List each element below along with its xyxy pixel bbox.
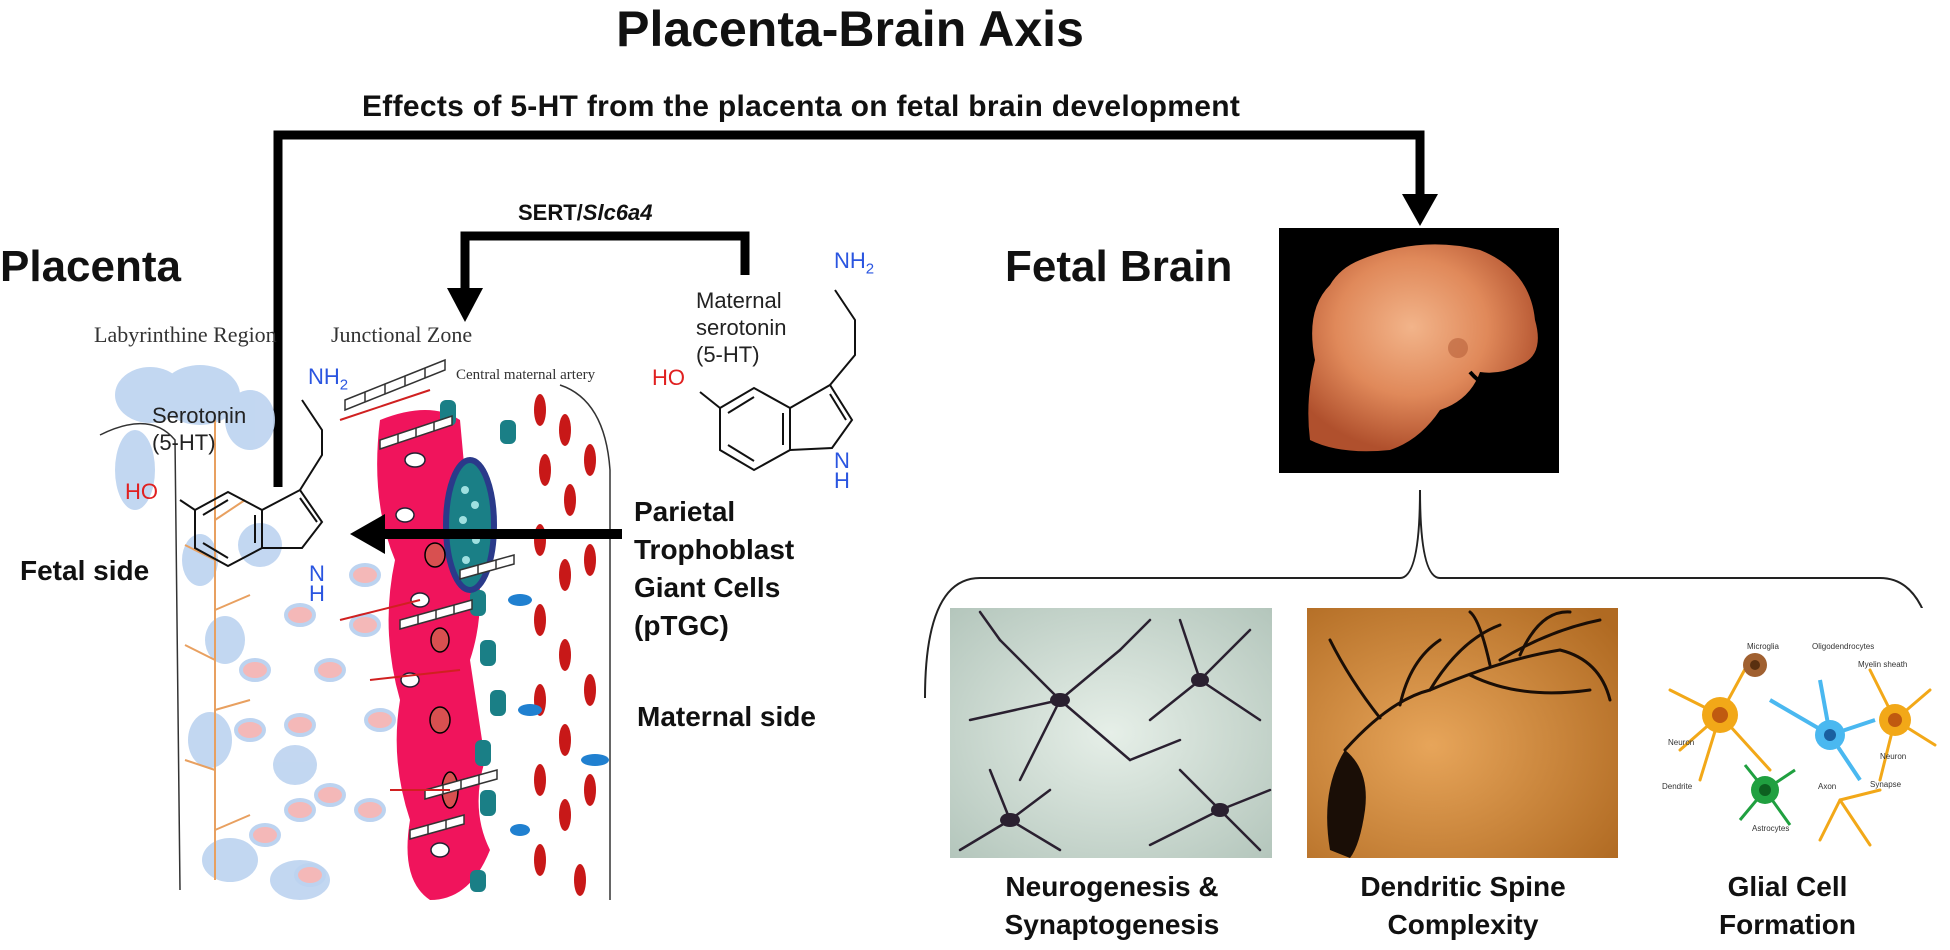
sert-label: SERT/Slc6a4 <box>518 200 653 226</box>
maternal-amine-text: NH <box>834 248 866 273</box>
maternal-serotonin-label: Maternal serotonin (5-HT) <box>696 287 787 368</box>
outcome-caption-glial: Glial Cell Formation <box>1655 868 1920 944</box>
glia-label-neuron-left: Neuron <box>1668 738 1695 747</box>
outcome-neurogenesis-line1: Neurogenesis & <box>1005 871 1219 902</box>
fetal-indole-h: H <box>309 581 325 606</box>
glial-cell-illustration <box>1655 608 1940 858</box>
maternal-side-label: Maternal side <box>637 701 816 732</box>
placenta-to-brain-arrowhead <box>1402 194 1438 226</box>
neurogenesis-photo <box>950 608 1272 858</box>
maternal-hydroxyl-group: HO <box>652 365 685 390</box>
outcome-neurogenesis-line2: Synaptogenesis <box>1004 909 1220 940</box>
serotonin-label-line1: Serotonin <box>152 403 247 428</box>
outcome-dendritic-line2: Complexity <box>1387 909 1539 940</box>
sert-gene-name: Slc6a4 <box>582 200 653 225</box>
ptgc-oval <box>443 457 497 593</box>
dendritic-spine-photo <box>1307 608 1618 858</box>
outcome-glial-line2: Formation <box>1719 909 1856 940</box>
fetal-indole-n: N <box>309 561 325 586</box>
maternal-indole-nh: N H <box>834 448 850 493</box>
labyrinthine-region-label: Labyrinthine Region <box>94 322 277 347</box>
glia-label-oligodendrocytes: Oligodendrocytes <box>1812 642 1875 651</box>
glia-label-astrocytes: Astrocytes <box>1752 824 1790 833</box>
ptgc-label-line4: (pTGC) <box>634 610 729 641</box>
outcome-glial-line1: Glial Cell <box>1727 871 1848 902</box>
ptgc-label: Parietal Trophoblast Giant Cells (pTGC) <box>634 493 794 645</box>
fetal-hydroxyl-group: HO <box>125 479 158 504</box>
outcome-caption-dendritic-spine: Dendritic Spine Complexity <box>1305 868 1621 944</box>
sert-transport-arrowhead <box>447 288 483 322</box>
fetal-amine-subscript: 2 <box>339 376 349 394</box>
fetal-brain-label: Fetal Brain <box>1005 242 1233 291</box>
sert-transport-arrow <box>460 231 750 292</box>
fetal-serotonin-structure <box>179 399 324 568</box>
placenta-label: Placenta <box>0 242 181 291</box>
outcome-dendritic-line1: Dendritic Spine <box>1360 871 1566 902</box>
fetal-indole-nh: N H <box>309 561 325 606</box>
placenta-to-brain-arrow <box>273 130 1425 487</box>
glia-label-neuron-right: Neuron <box>1880 752 1907 761</box>
maternal-indole-n: N <box>834 448 850 473</box>
outcome-caption-neurogenesis: Neurogenesis & Synaptogenesis <box>952 868 1272 944</box>
fetal-side-label: Fetal side <box>20 555 150 586</box>
ptgc-label-line1: Parietal <box>634 496 736 527</box>
glia-label-axon: Axon <box>1818 782 1837 791</box>
serotonin-label-line2: (5-HT) <box>152 430 216 455</box>
fetal-amine-group: NH2 <box>308 363 348 398</box>
maternal-serotonin-structure <box>699 289 856 472</box>
glia-label-synapse: Synapse <box>1870 780 1902 789</box>
ptgc-label-line2: Trophoblast <box>634 534 795 565</box>
junctional-zone-label: Junctional Zone <box>331 322 473 347</box>
glia-label-dendrite: Dendrite <box>1662 782 1693 791</box>
fetal-brain-photo <box>1279 228 1559 473</box>
maternal-amine-group: NH2 <box>834 247 874 282</box>
outcomes-brace <box>924 489 1939 699</box>
central-maternal-artery-label: Central maternal artery <box>456 367 596 383</box>
maternal-serotonin-line1: Maternal <box>696 288 782 313</box>
maternal-serotonin-line2: serotonin <box>696 315 787 340</box>
maternal-indole-h: H <box>834 468 850 493</box>
glia-label-microglia: Microglia <box>1747 642 1780 651</box>
diagram-subtitle: Effects of 5-HT from the placenta on fet… <box>362 90 1241 123</box>
sert-label-text: SERT/ <box>518 200 583 225</box>
maternal-amine-subscript: 2 <box>865 260 875 278</box>
maternal-serotonin-line3: (5-HT) <box>696 342 760 367</box>
page-title: Placenta-Brain Axis <box>616 1 1084 57</box>
ptgc-label-line3: Giant Cells <box>634 572 781 603</box>
fetal-amine-text: NH <box>308 364 340 389</box>
ptgc-pointer-arrow <box>350 514 622 554</box>
glia-label-myelin: Myelin sheath <box>1858 660 1908 669</box>
serotonin-label: Serotonin (5-HT) <box>152 402 246 456</box>
